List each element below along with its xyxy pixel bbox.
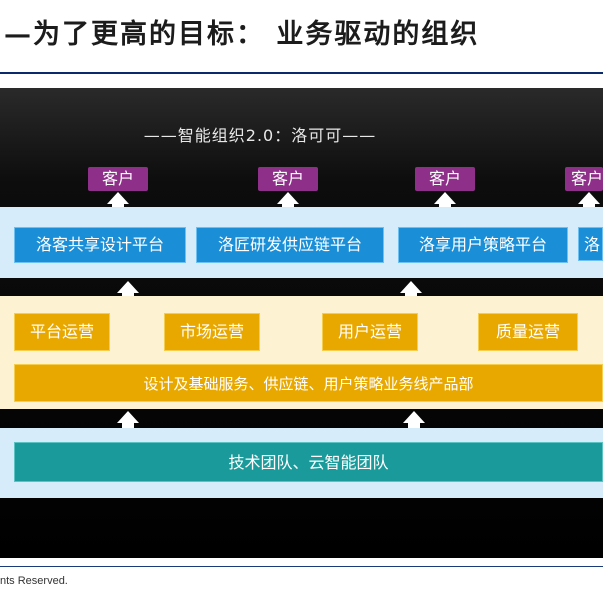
diagram-header: ——智能组织2.0：洛可可—— <box>143 126 377 145</box>
customer-tag: 客户 <box>88 167 148 191</box>
footer-divider <box>0 566 603 567</box>
up-arrow-icon <box>117 281 139 293</box>
arrow-stem <box>122 423 134 429</box>
arrow-stem <box>405 293 417 297</box>
ops-box-market: 市场运营 <box>164 313 260 351</box>
title-divider <box>0 72 603 74</box>
platform-box-user-strategy: 洛享用户策略平台 <box>398 227 568 263</box>
up-arrow-icon <box>107 192 129 204</box>
platform-box-supply-chain: 洛匠研发供应链平台 <box>196 227 384 263</box>
up-arrow-icon <box>578 192 600 204</box>
platform-box-design: 洛客共享设计平台 <box>14 227 186 263</box>
arrow-stem <box>122 293 134 297</box>
up-arrow-icon <box>403 411 425 423</box>
up-arrow-icon <box>277 192 299 204</box>
customer-tag: 客户 <box>258 167 318 191</box>
customer-tag: 客户 <box>565 167 603 191</box>
arrow-stem <box>282 204 294 208</box>
arrow-stem <box>408 423 420 429</box>
arrow-stem <box>583 204 595 208</box>
arrow-stem <box>439 204 451 208</box>
customer-tag: 客户 <box>415 167 475 191</box>
up-arrow-icon <box>400 281 422 293</box>
ops-box-user: 用户运营 <box>322 313 418 351</box>
up-arrow-icon <box>434 192 456 204</box>
up-arrow-icon <box>117 411 139 423</box>
copyright-footer: nts Reserved. <box>0 575 68 587</box>
arrow-stem <box>112 204 124 208</box>
tech-team-bar: 技术团队、云智能团队 <box>14 442 603 482</box>
platform-box-partial: 洛 <box>578 227 603 261</box>
ops-box-quality: 质量运营 <box>478 313 578 351</box>
ops-box-platform: 平台运营 <box>14 313 110 351</box>
business-line-bar: 设计及基础服务、供应链、用户策略业务线产品部 <box>14 364 603 402</box>
page-title: —为了更高的目标： 业务驱动的组织 <box>4 19 480 50</box>
